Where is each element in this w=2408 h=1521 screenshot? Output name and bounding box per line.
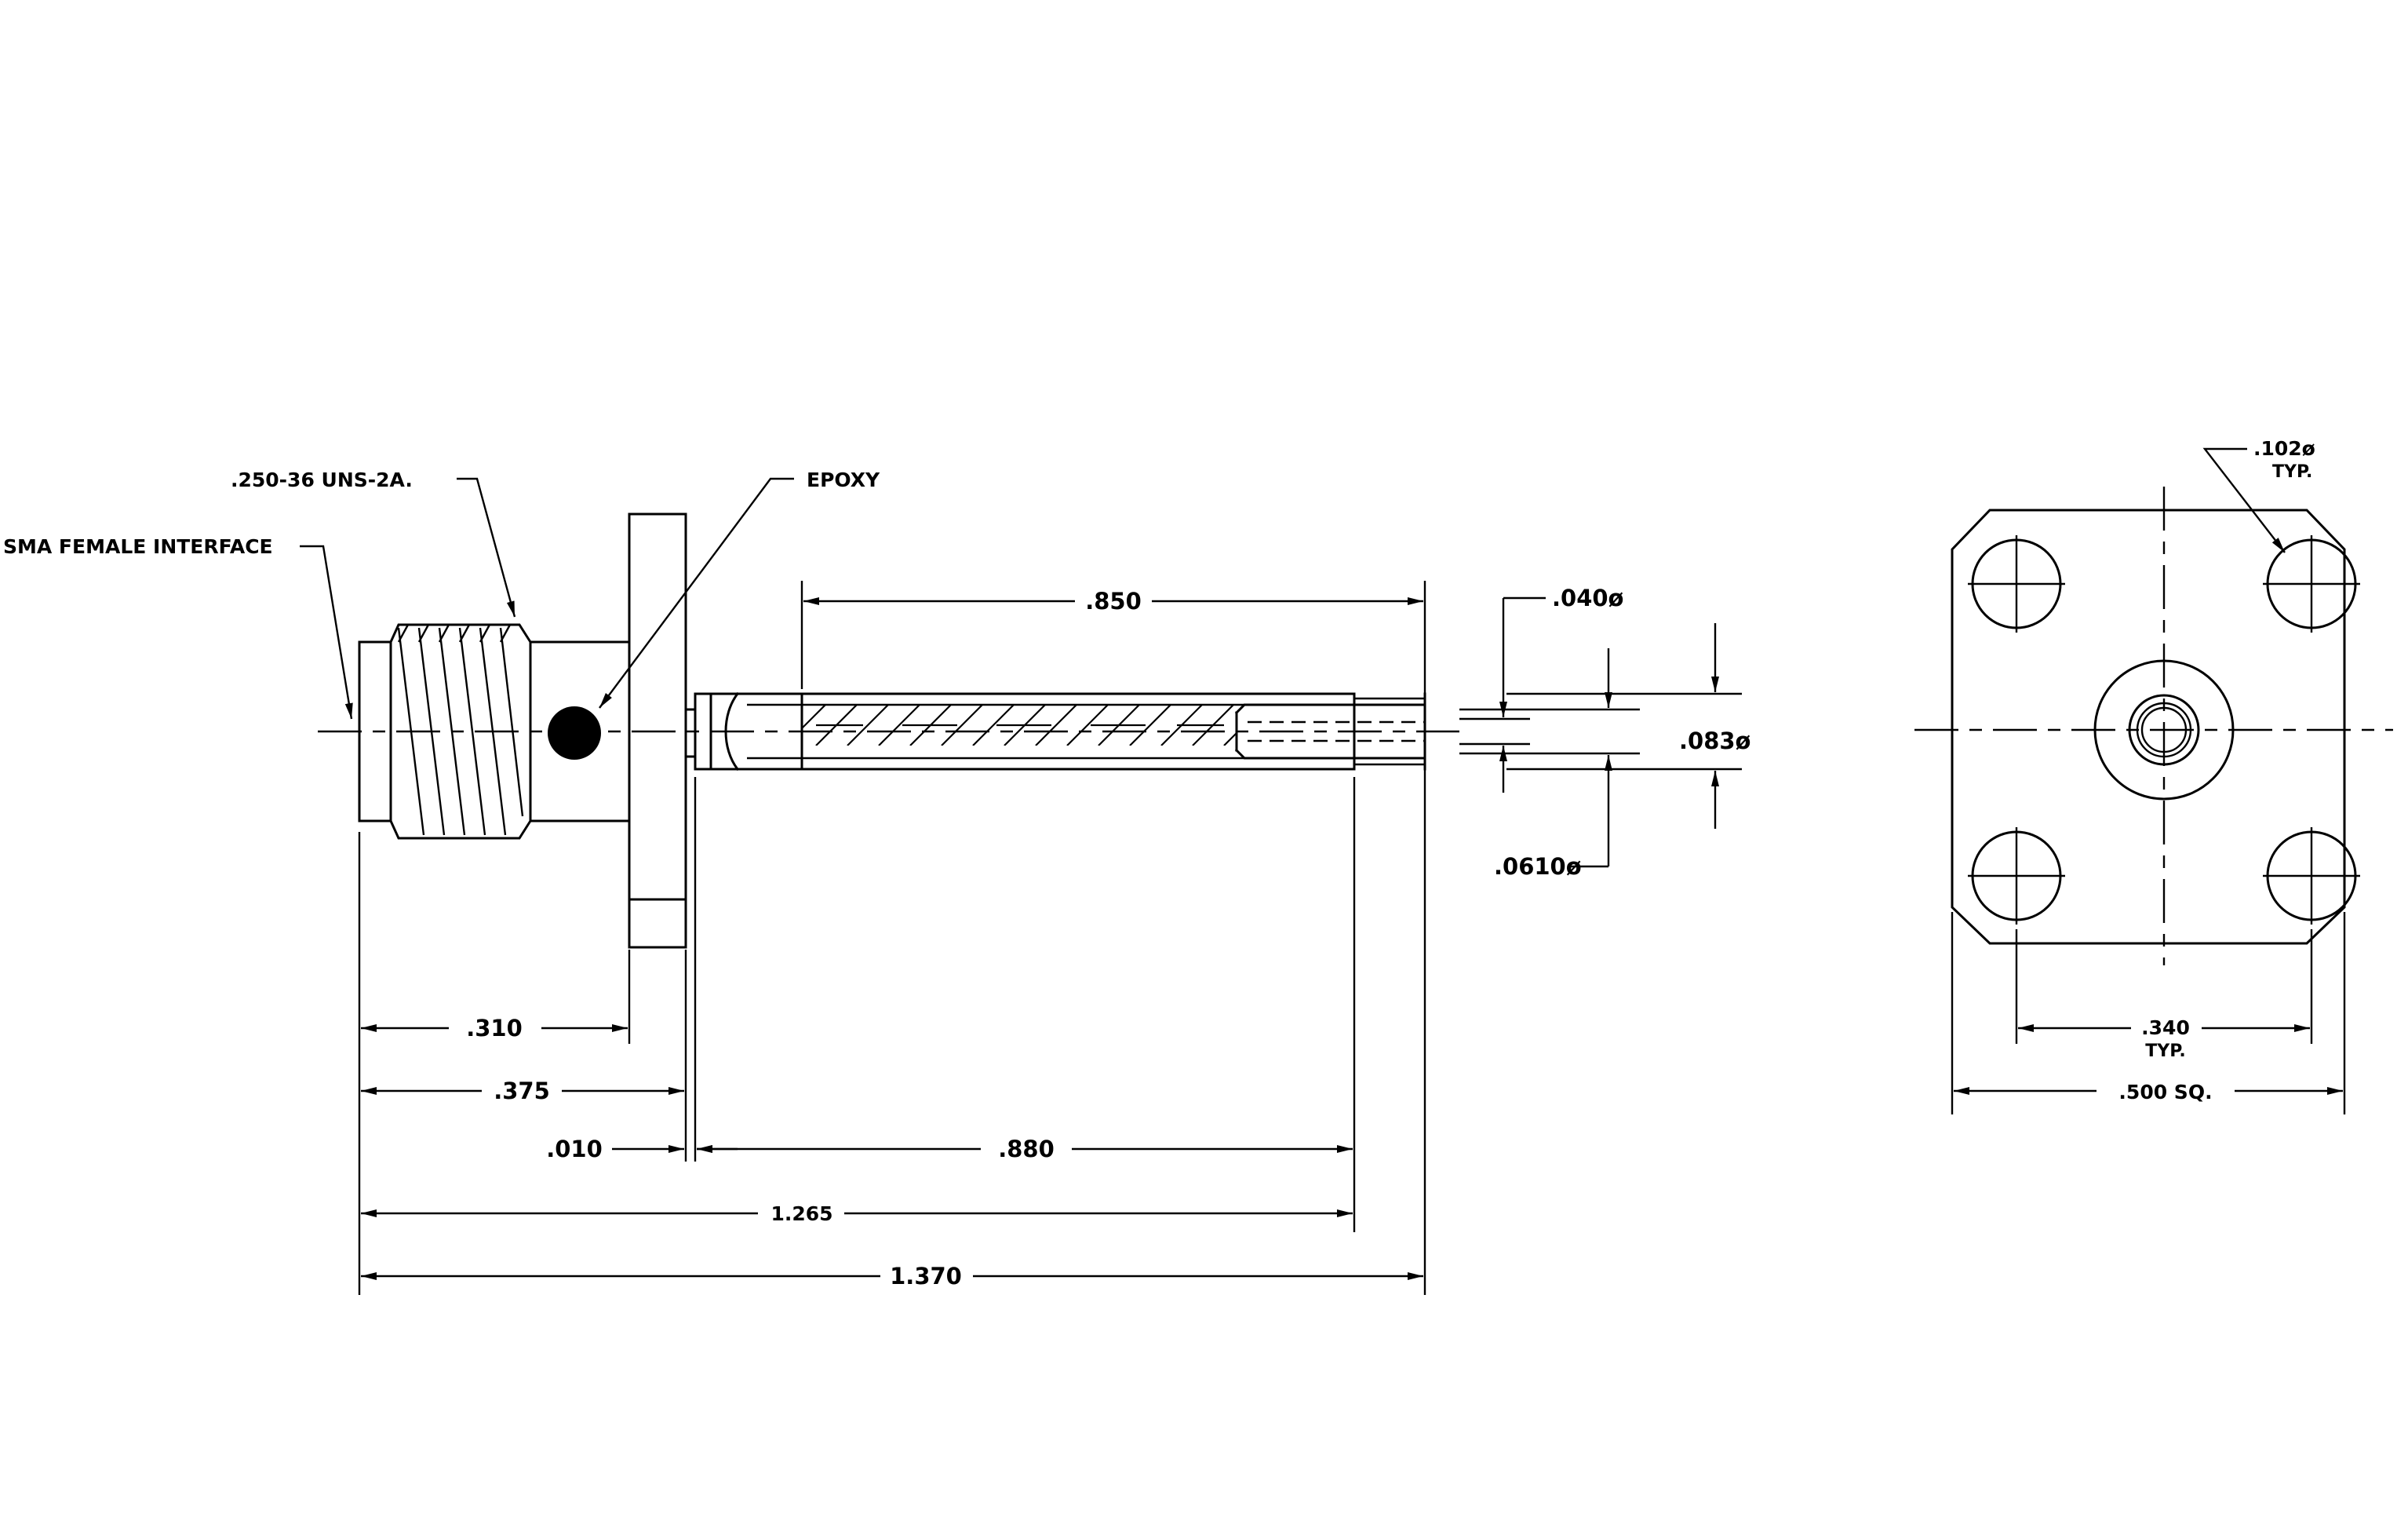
dim-880-label: .880 (998, 1136, 1055, 1162)
dim-1265-label: 1.265 (770, 1202, 832, 1225)
mounting-hole-top-left (1968, 535, 2065, 633)
sma-female-interface-label: SMA FEMALE INTERFACE (3, 535, 273, 558)
dim-1370-label: 1.370 (890, 1263, 962, 1289)
hole-dia-sub-label: TYP. (2272, 462, 2312, 482)
dim-1265: 1.265 (361, 1202, 1353, 1225)
dim-340-sub-label: TYP. (2145, 1041, 2185, 1061)
leader-sma-interface: SMA FEMALE INTERFACE (3, 535, 353, 720)
dim-1370: 1.370 (361, 1263, 1423, 1289)
dim-850-label: .850 (1085, 588, 1142, 615)
dim-010: .010 (546, 1136, 738, 1162)
front-view: .340 TYP. .500 SQ. .102ø TYP. (1914, 437, 2393, 1114)
dim-850: .850 (803, 588, 1423, 615)
mounting-hole-top-right (2263, 535, 2360, 633)
dim-083-dia: .083ø (1679, 623, 1750, 829)
extension-lines (358, 581, 1742, 1295)
dim-500: .500 SQ. (1954, 1081, 2343, 1103)
dim-880: .880 (697, 1136, 1353, 1162)
epoxy-label: EPOXY (807, 469, 880, 491)
dim-500-label: .500 SQ. (2118, 1081, 2212, 1103)
flange-outline (1951, 509, 2346, 945)
mounting-hole-bottom-left (1968, 827, 2065, 925)
sma-interface-body (358, 623, 631, 840)
leader-thread-spec: .250-36 UNS-2A. (231, 469, 516, 618)
dim-375-label: .375 (494, 1078, 550, 1104)
pin-040-label: .040ø (1552, 585, 1623, 611)
pin-083-label: .083ø (1679, 728, 1750, 754)
mounting-hole-bottom-right (2263, 827, 2360, 925)
center-connector (2093, 659, 2235, 801)
dim-040-dia: .040ø (1499, 585, 1623, 793)
dim-0610-dia: .0610ø (1494, 648, 1612, 880)
dim-310-label: .310 (466, 1015, 523, 1041)
hole-dia-label: .102ø (2253, 437, 2315, 460)
dim-010-label: .010 (546, 1136, 603, 1162)
dielectric-hatch (802, 705, 1237, 746)
dim-310: .310 (361, 1015, 628, 1041)
dim-375: .375 (361, 1078, 684, 1104)
leader-epoxy: EPOXY (599, 469, 880, 709)
back-body (694, 691, 1426, 771)
pin-0610-label: .0610ø (1494, 853, 1582, 880)
thread-spec-label: .250-36 UNS-2A. (231, 469, 413, 491)
thread-lines (397, 624, 524, 836)
epoxy-dot (548, 706, 601, 760)
dim-340-label: .340 (2141, 1016, 2190, 1039)
leader-hole-dia: .102ø TYP. (2202, 437, 2315, 553)
dim-340: .340 TYP. (2018, 1016, 2310, 1061)
side-view: .850 .310 .375 .010 .880 (3, 469, 1750, 1295)
